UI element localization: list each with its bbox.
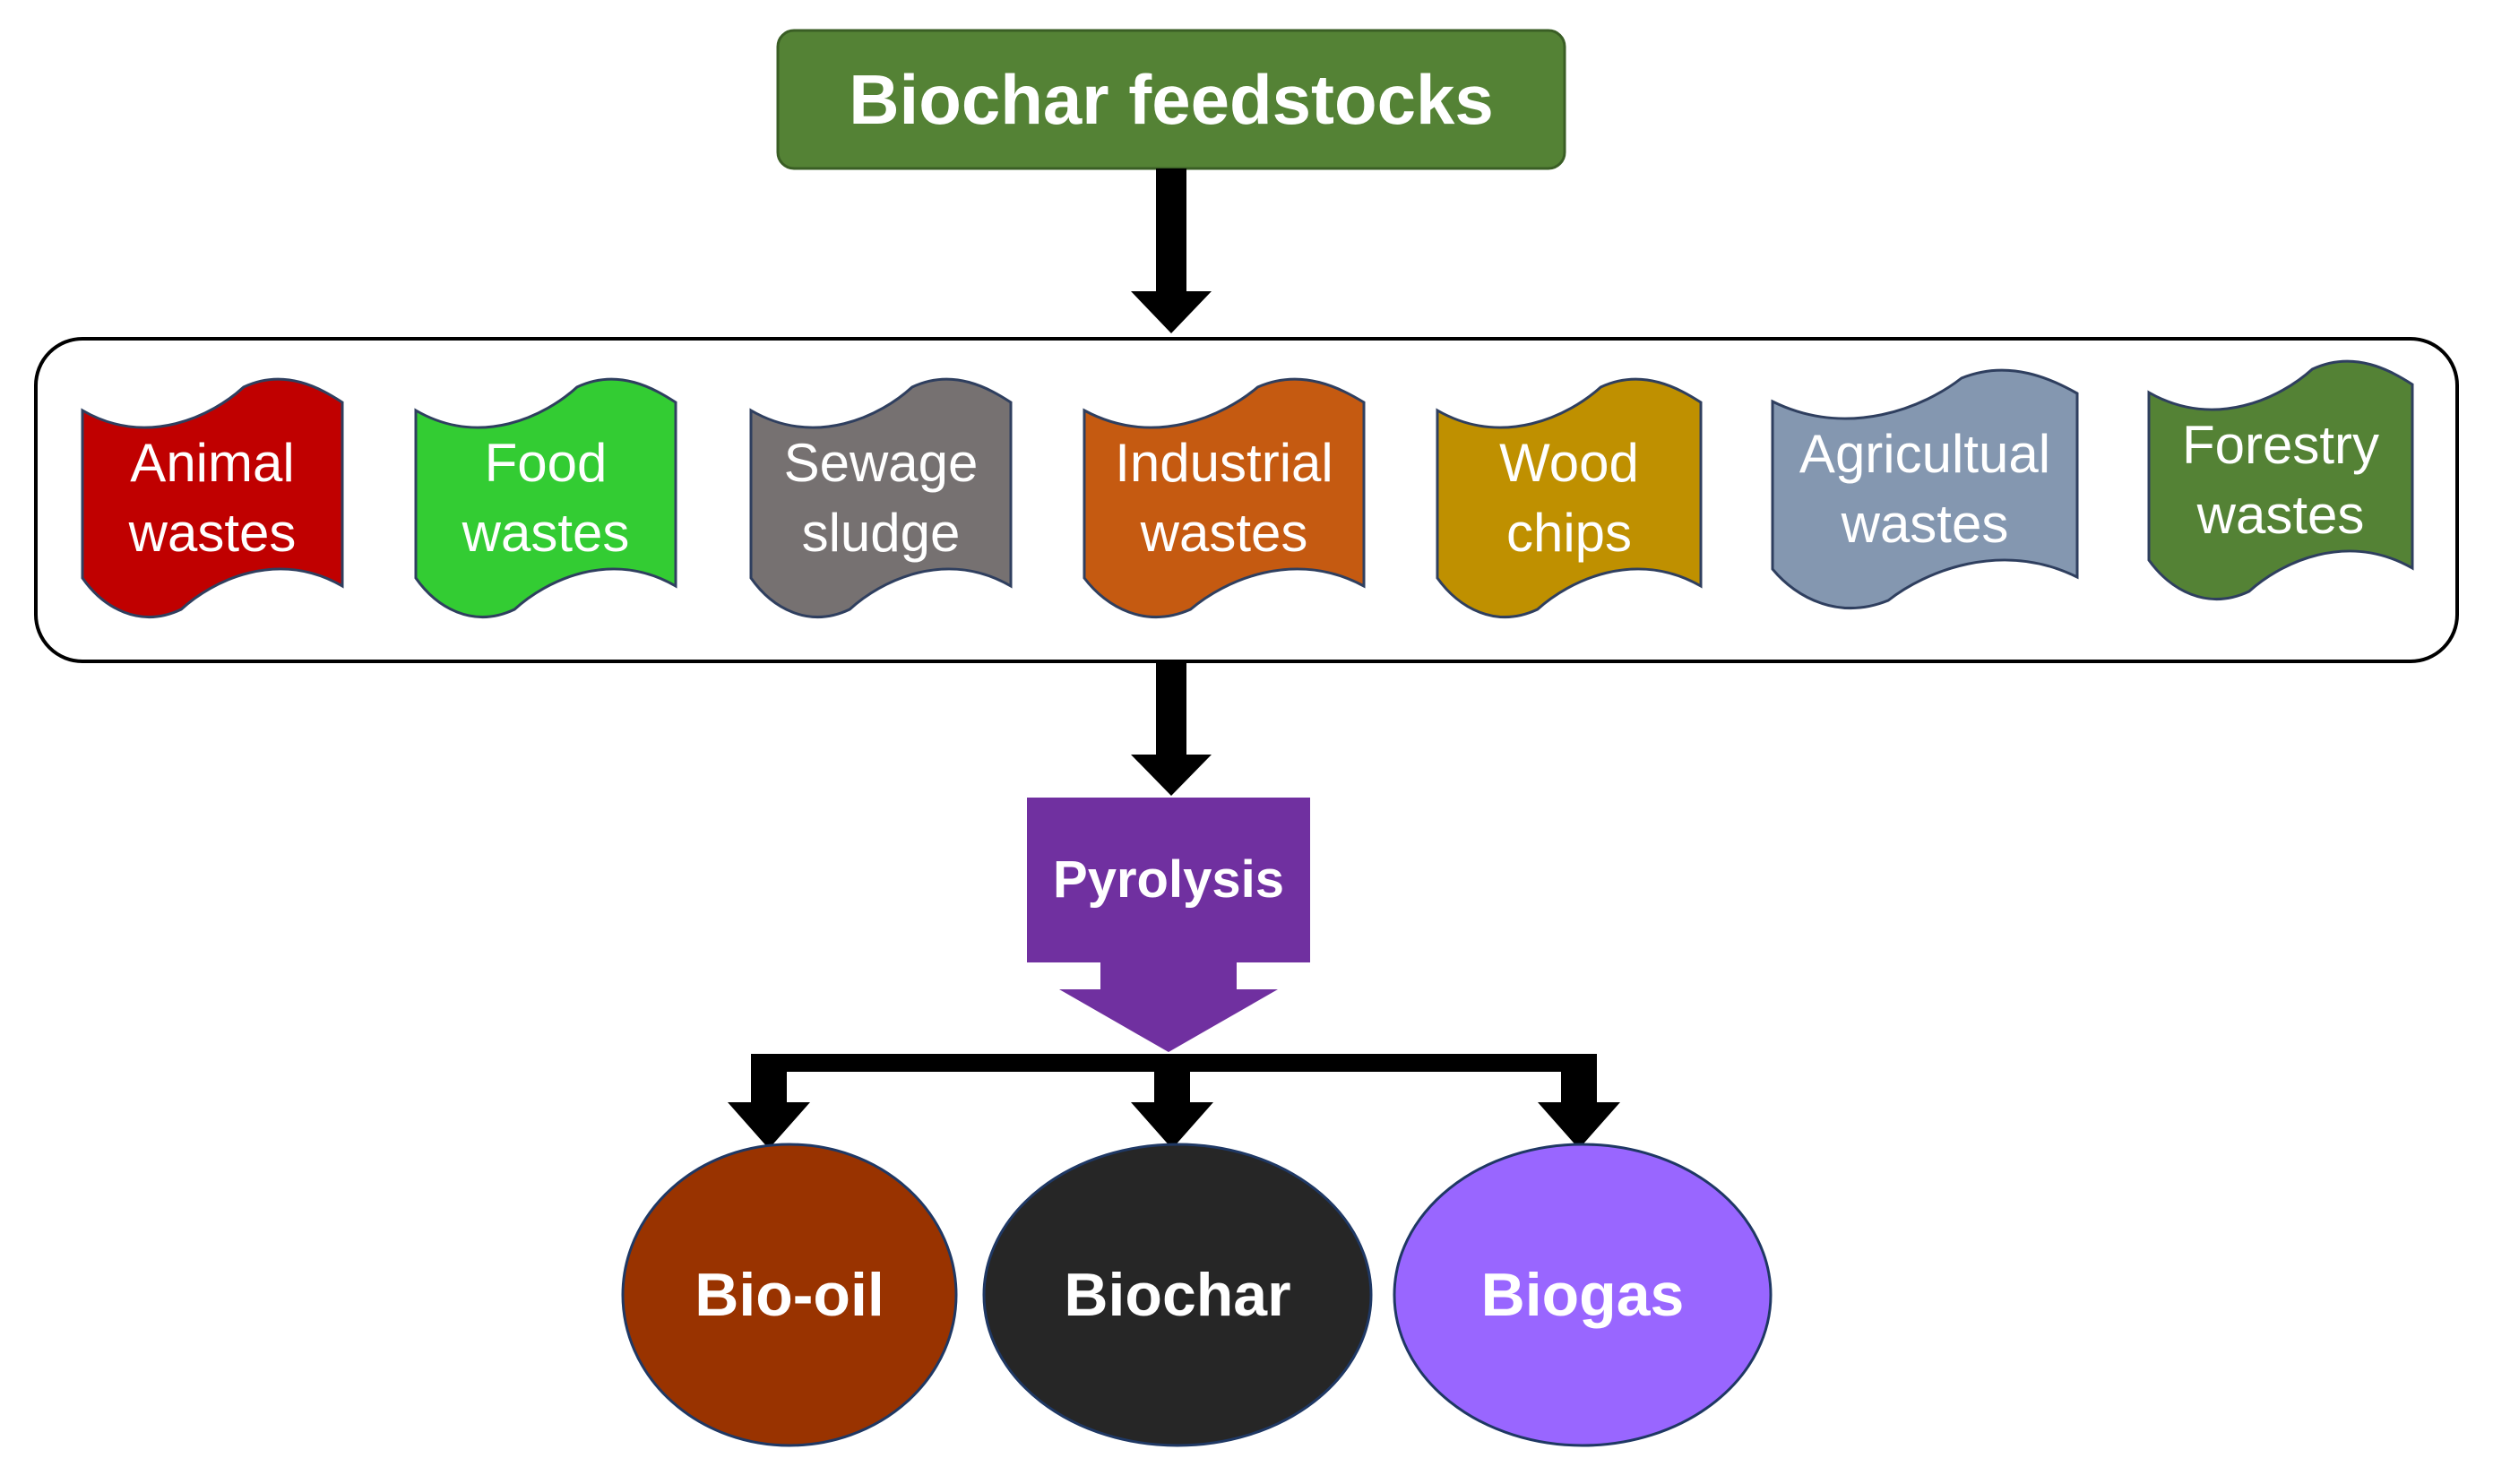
feedstock-label-sewage-sludge: Sewage sludge — [783, 433, 979, 563]
feedstock-banner-forestry-wastes — [2147, 359, 2414, 600]
product-label-bio-oil: Bio-oil — [694, 1261, 884, 1329]
pyrolysis-arrow-shape — [1027, 798, 1310, 1052]
feedstock-label-food-wastes: Food wastes — [462, 433, 630, 563]
product-label-biochar: Biochar — [1064, 1261, 1291, 1329]
feedstock-banner-animal-wastes — [81, 377, 344, 618]
product-bio-oil-ellipse — [621, 1143, 958, 1447]
feedstock-banner-industrial-wastes — [1083, 377, 1366, 618]
diagram-title: Biochar feedstocks — [849, 60, 1494, 139]
feedstock-label-industrial-wastes: Industrial wastes — [1115, 433, 1333, 563]
feedstock-banner-sewage-sludge — [749, 377, 1013, 618]
feedstock-label-forestry-wastes: Forestry wastes — [2181, 415, 2380, 545]
feedstock-banners — [81, 359, 2414, 618]
feedstock-label-agricultual-wastes: Agricultual wastes — [1799, 424, 2051, 554]
feedstock-banner-agricultual-wastes — [1771, 368, 2079, 609]
arrow-feedstocks-to-pyrolysis — [1131, 661, 1212, 796]
arrow-title-to-feedstocks — [1131, 168, 1212, 333]
feedstock-label-wood-chips: Wood chips — [1499, 433, 1639, 563]
product-biogas-ellipse — [1393, 1143, 1773, 1447]
feedstock-banner-food-wastes — [414, 377, 677, 618]
product-label-biogas: Biogas — [1480, 1261, 1685, 1329]
feedstock-label-animal-wastes: Animal wastes — [128, 433, 297, 563]
product-connector — [728, 1054, 1620, 1149]
feedstock-banner-wood-chips — [1436, 377, 1703, 618]
process-label: Pyrolysis — [1053, 850, 1284, 909]
product-biochar-ellipse — [982, 1143, 1373, 1447]
